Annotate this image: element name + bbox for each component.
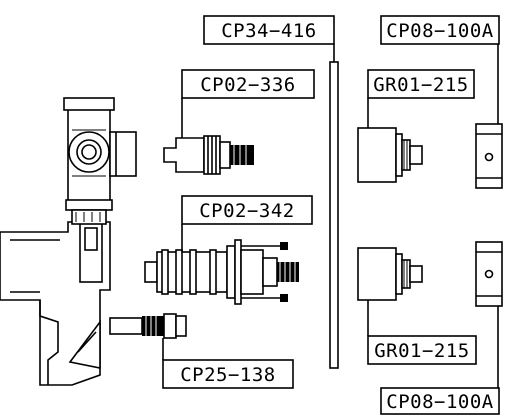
svg-text:GR01−215: GR01−215 [373,74,469,96]
label-cp08-100a-top: CP08−100A [380,15,500,45]
cartridge-cp02-342 [144,239,299,305]
rod-cp34-416 [329,61,339,369]
valve-body [0,97,143,386]
handle-gr01-215-bottom [357,247,423,301]
cap-cp08-100a-bottom [475,241,503,307]
cap-cp08-100a-top [475,123,503,189]
label-cp08-100a-bottom: CP08−100A [380,387,500,415]
label-cp02-336: CP02−336 [181,69,315,99]
svg-text:CP02−342: CP02−342 [199,200,295,222]
label-cp02-342: CP02−342 [181,195,313,225]
leader-lines [162,44,499,390]
svg-text:CP34−416: CP34−416 [221,20,317,42]
check-valve-cp25-138 [142,313,187,339]
svg-text:CP02−336: CP02−336 [200,74,296,96]
label-cp25-138: CP25−138 [162,359,294,389]
svg-text:GR01−215: GR01−215 [374,340,470,362]
cartridge-cp02-336 [163,135,254,175]
label-gr01-215-bottom: GR01−215 [367,335,477,365]
label-gr01-215-top: GR01−215 [367,69,475,99]
svg-text:CP08−100A: CP08−100A [386,20,494,42]
svg-text:CP08−100A: CP08−100A [386,391,494,413]
handle-gr01-215-top [357,127,423,183]
svg-text:CP25−138: CP25−138 [180,364,276,386]
label-cp34-416: CP34−416 [203,15,335,45]
